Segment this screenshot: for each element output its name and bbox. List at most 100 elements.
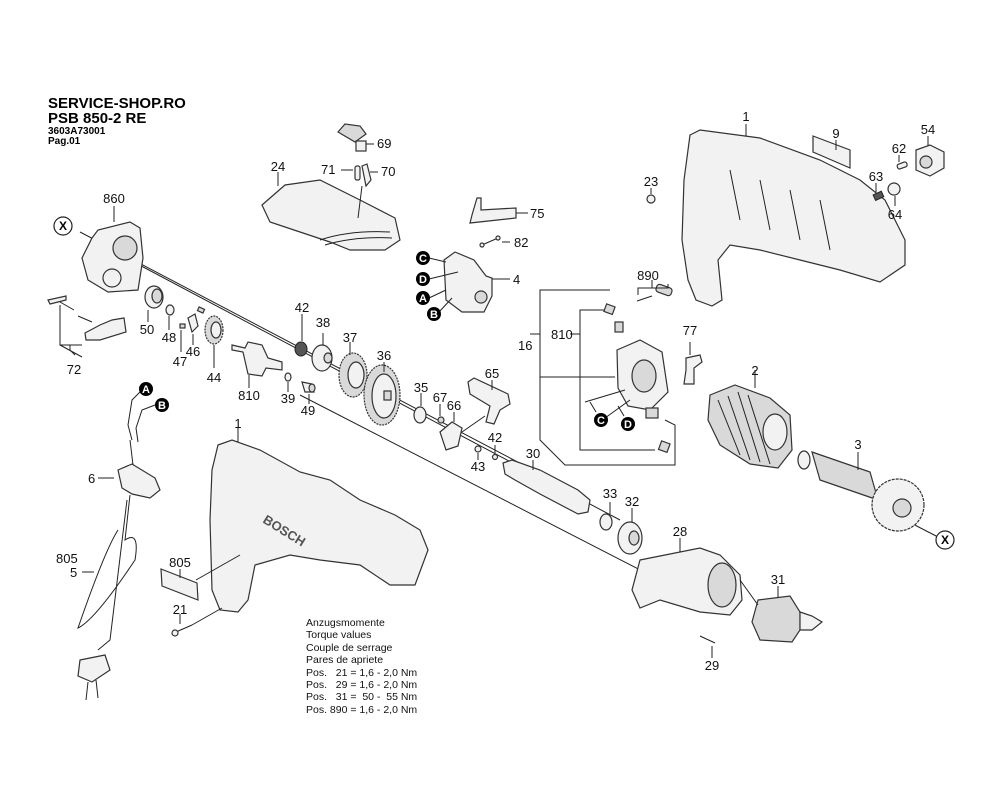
label-890: 890 [637, 268, 659, 283]
part-77-lock-button[interactable]: 77 [683, 323, 703, 385]
ref-marker-x-left: X [53, 216, 73, 236]
part-2-field-stator[interactable]: 2 [707, 363, 793, 469]
part-69-switch-knob[interactable]: 69 [337, 123, 391, 152]
part-38-ratchet[interactable]: 39 38 [311, 315, 333, 372]
label-67: 67 [433, 390, 447, 405]
part-62-pin[interactable]: 62 [892, 141, 908, 170]
part-30-drill-spindle[interactable]: 30 [502, 446, 591, 515]
part-46-gear[interactable]: 44 [204, 315, 224, 385]
part-23-o-ring[interactable]: 23 [644, 174, 658, 204]
torque-title-fr: Couple de serrage [306, 641, 393, 654]
label-33: 33 [603, 486, 617, 501]
svg-text:1: 1 [234, 416, 241, 431]
part-50-bearing[interactable]: 50 [140, 285, 164, 337]
label-28: 28 [673, 524, 687, 539]
part-67-ball[interactable]: 67 [433, 390, 447, 424]
part-44-washer[interactable]: 39 [281, 372, 295, 406]
torque-table: Anzugsmomente Torque values Couple de se… [306, 617, 417, 716]
torque-title-de: Anzugsmomente [306, 617, 385, 629]
label-77: 77 [683, 323, 697, 338]
label-82: 82 [514, 235, 528, 250]
label-30: 30 [526, 446, 540, 461]
part-48-washer[interactable]: 48 [162, 304, 176, 345]
part-72-slide-switch[interactable]: 72 [47, 295, 127, 377]
svg-text:X: X [59, 219, 67, 233]
part-66-shift-plate[interactable]: 66 [439, 398, 463, 451]
svg-text:860: 860 [103, 191, 125, 206]
shop-title: SERVICE-SHOP.RO [48, 95, 186, 112]
part-64-o-ring[interactable]: 64 [887, 182, 902, 222]
label-35: 35 [414, 380, 428, 395]
torque-row: Pos. 29 = 1,6 - 2,0 Nm [306, 679, 418, 692]
part-54-cap[interactable]: 54 [915, 122, 945, 177]
label-810: 810 [551, 327, 573, 342]
part-3-armature[interactable]: 3 [797, 437, 925, 532]
part-4-switch[interactable]: 4 [443, 251, 520, 313]
svg-text:D: D [419, 274, 427, 286]
part-number: 3603A73001 [48, 126, 106, 137]
part-47-clutch[interactable]: 46 [186, 306, 206, 359]
part-42-ball[interactable]: 42 [488, 430, 502, 461]
label-5: 5 [70, 565, 77, 580]
part-49-pin[interactable]: 47 [173, 323, 187, 369]
label-66: 66 [447, 398, 461, 413]
torque-title-ro: Pares de apriete [306, 654, 384, 667]
label-63: 63 [869, 169, 883, 184]
page-number: Pag.01 [48, 136, 81, 147]
svg-text:A: A [142, 384, 150, 396]
part-32-ball-bearing[interactable]: 32 [617, 494, 643, 555]
part-1-housing-left[interactable]: BOSCH 1 [209, 416, 429, 613]
part-21-screw[interactable]: 21 [171, 602, 223, 637]
connector-c-switch: C [416, 251, 447, 265]
part-5-power-cord[interactable]: 805 5 [56, 439, 137, 701]
part-71-pin[interactable]: 71 [321, 162, 361, 181]
label-31: 31 [771, 572, 785, 587]
axis-line [299, 394, 651, 576]
torque-row: Pos. 890 = 1,6 - 2,0 Nm [306, 703, 418, 716]
part-808-type-label[interactable]: 805 [160, 554, 241, 601]
part-845-intermediate-shaft[interactable]: 810 [231, 341, 283, 403]
svg-text:44: 44 [207, 370, 221, 385]
connector-c-brush: C [589, 401, 608, 427]
svg-text:47: 47 [173, 354, 187, 369]
svg-text:9: 9 [832, 126, 839, 141]
part-28-gear-housing-cover[interactable]: 28 [631, 524, 743, 616]
part-36-gear-large[interactable]: 36 [363, 348, 401, 426]
part-35-washer[interactable]: 35 [413, 380, 428, 424]
label-71: 71 [321, 162, 335, 177]
part-43-ball[interactable]: 43 [471, 445, 485, 474]
label-64: 64 [888, 207, 902, 222]
part-39-needle-bearing[interactable]: 42 [294, 300, 309, 357]
part-860-gear-housing[interactable]: 860 [81, 191, 144, 293]
label-62: 62 [892, 141, 906, 156]
label-805: 805 [56, 551, 78, 566]
label-29: 29 [705, 658, 719, 673]
part-31-keyless-chuck[interactable]: 31 [739, 572, 824, 643]
part-70-spring-leaf[interactable]: 70 [357, 163, 395, 219]
part-6-cord-guard[interactable]: 6 [88, 463, 161, 499]
label-4: 4 [513, 272, 520, 287]
part-9-label-plate[interactable]: 9 [812, 126, 851, 169]
label-3: 3 [854, 437, 861, 452]
label-75: 75 [530, 206, 544, 221]
label-37: 37 [343, 330, 357, 345]
part-16-brush-holder-assembly[interactable]: 16 810 [518, 289, 676, 466]
label-42: 42 [488, 430, 502, 445]
part-1-housing-right[interactable]: 1 [681, 109, 906, 307]
svg-text:D: D [624, 419, 632, 431]
label-2: 2 [751, 363, 758, 378]
part-37-gear[interactable]: 37 [338, 330, 368, 398]
svg-text:21: 21 [173, 602, 187, 617]
svg-text:1: 1 [742, 109, 749, 124]
part-52-sleeve-bearing[interactable]: 49 [301, 381, 316, 418]
part-890-screw-set[interactable]: 890 [636, 268, 673, 302]
part-29-screw[interactable]: 29 [699, 635, 719, 673]
part-24-top-cover[interactable]: 24 [261, 159, 401, 251]
part-65-shift-lever[interactable]: 65 [461, 366, 511, 433]
part-33-retaining-ring[interactable]: 33 [599, 486, 617, 531]
part-63-spring[interactable]: 63 [869, 169, 885, 202]
axis-line [79, 231, 591, 501]
label-6: 6 [88, 471, 95, 486]
part-75-switch-lever[interactable]: 75 [469, 197, 544, 224]
part-82-spring[interactable]: 82 [479, 235, 528, 250]
